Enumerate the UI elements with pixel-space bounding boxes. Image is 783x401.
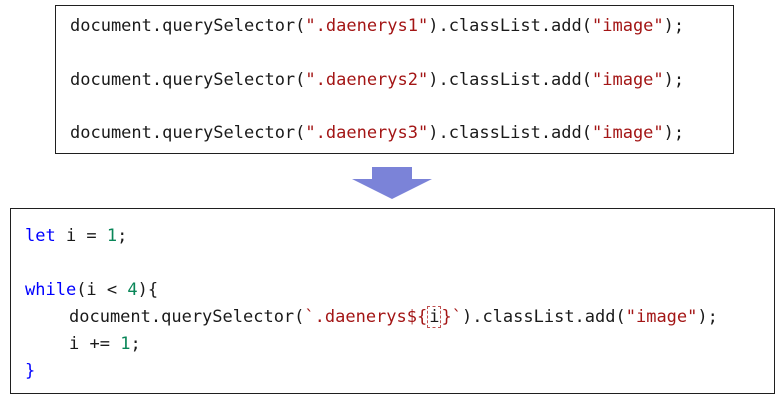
loop-body-line: document.querySelector(`.daenerys${i}`).… [69,306,718,328]
code-line-1: document.querySelector(".daenerys1").cla… [70,16,685,36]
code-line-2: document.querySelector(".daenerys2").cla… [70,70,685,90]
let-line: let i = 1; [25,226,128,246]
closing-brace: } [25,361,36,381]
while-line: while(i < 4){ [25,280,159,300]
code-line-3: document.querySelector(".daenerys3").cla… [70,123,685,143]
interpolated-variable: i [427,306,442,328]
original-code-box: document.querySelector(".daenerys1").cla… [55,5,734,154]
increment-line: i += 1; [69,334,141,354]
refactored-code-box: let i = 1; while(i < 4){ document.queryS… [10,208,775,394]
down-arrow-icon [352,167,432,199]
